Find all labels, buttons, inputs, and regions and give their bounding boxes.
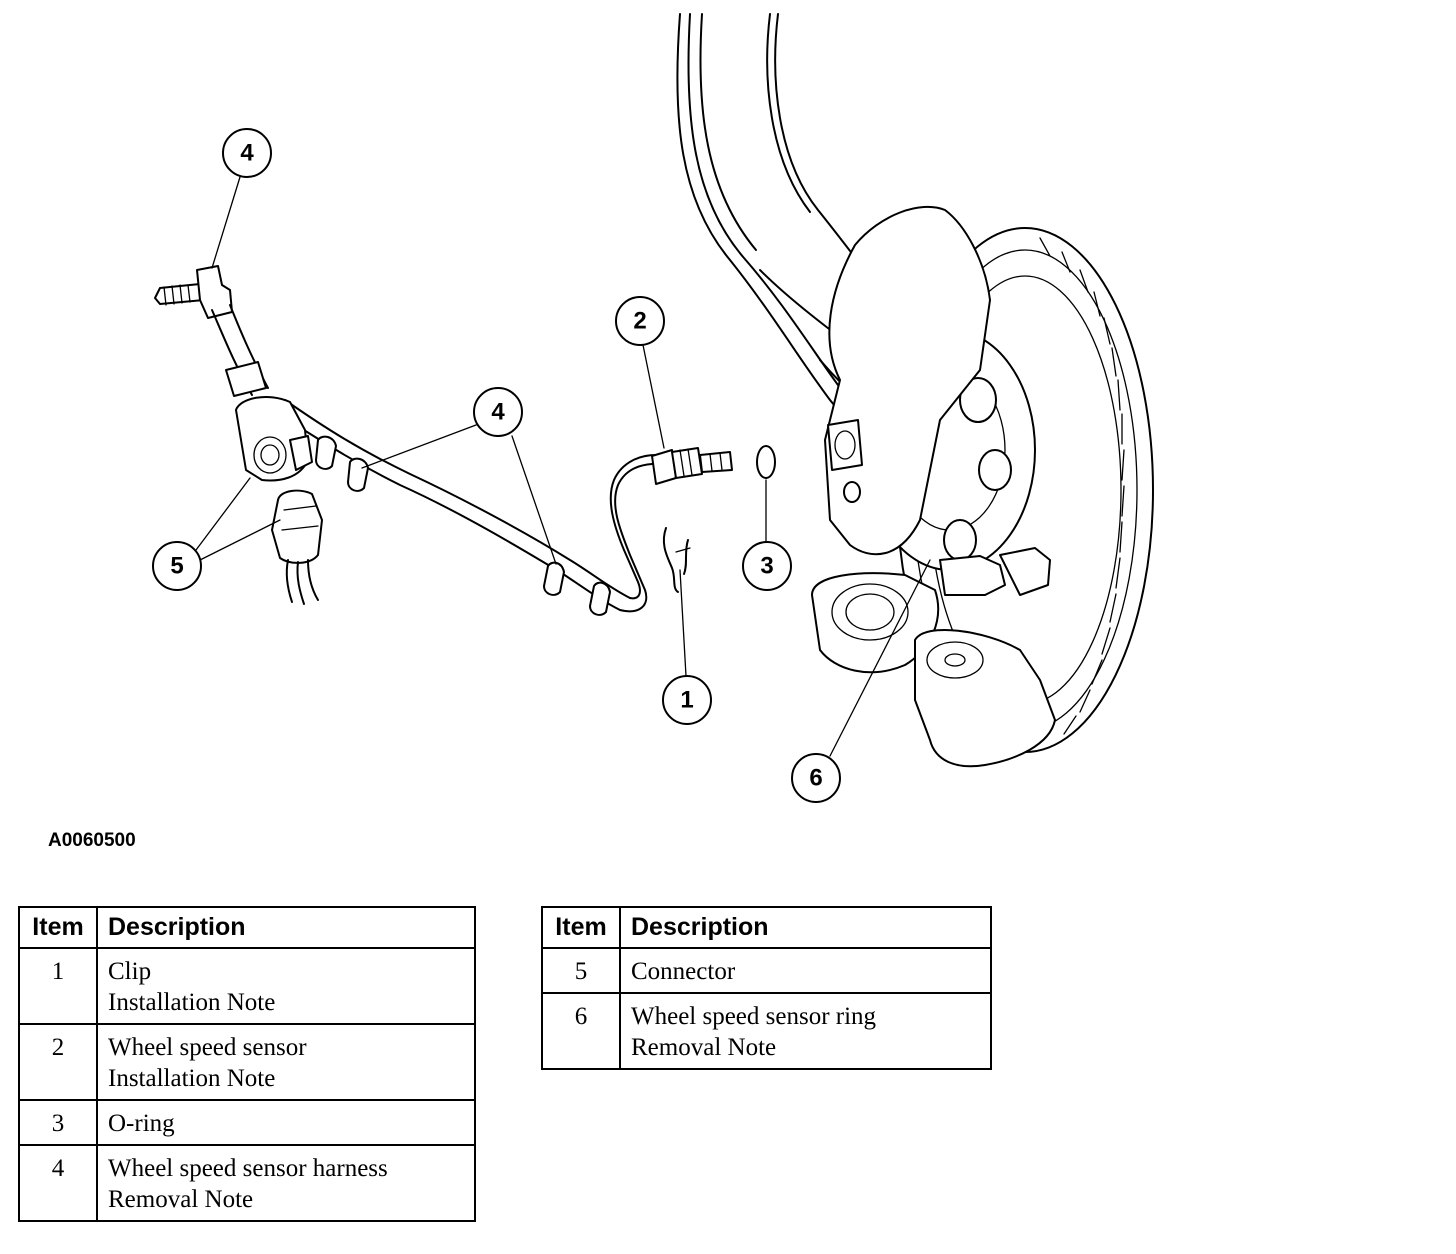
item-header: Item — [541, 906, 621, 949]
part-name: Wheel speed sensor ring — [631, 1003, 877, 1030]
clip — [662, 527, 691, 593]
callout-number: 6 — [809, 765, 822, 792]
part-name: Connector — [631, 958, 736, 985]
item-number: 3 — [18, 1099, 98, 1146]
callout-5: 5 — [152, 541, 202, 591]
legend-table-right: Item Description 5 Connector 6 Wheel spe… — [541, 906, 992, 1070]
part-note: Removal Note — [108, 1186, 254, 1213]
item-number: 6 — [541, 992, 621, 1070]
item-header: Item — [18, 906, 98, 949]
exploded-view-drawing: 4 2 4 3 5 1 6 — [152, 13, 1154, 803]
part-note: Installation Note — [108, 989, 276, 1016]
table-row: 1 Clip Installation Note — [18, 947, 476, 1025]
table-row: 2 Wheel speed sensor Installation Note — [18, 1023, 476, 1101]
callout-number: 1 — [680, 687, 693, 714]
item-description: Wheel speed sensor harness Removal Note — [96, 1144, 476, 1222]
part-name: Clip — [108, 958, 152, 985]
figure-id: A0060500 — [48, 830, 136, 851]
item-number: 4 — [18, 1144, 98, 1222]
item-description: O-ring — [96, 1099, 476, 1146]
callout-1: 1 — [662, 675, 712, 725]
callout-4-harness: 4 — [473, 387, 523, 437]
table-row: 6 Wheel speed sensor ring Removal Note — [541, 992, 992, 1070]
item-description: Wheel speed sensor Installation Note — [96, 1023, 476, 1101]
leader-lines — [195, 176, 931, 757]
table-row: 5 Connector — [541, 947, 992, 994]
callout-2: 2 — [615, 296, 665, 346]
callout-4-bolt: 4 — [222, 128, 272, 178]
callout-number: 5 — [170, 553, 183, 580]
item-number: 2 — [18, 1023, 98, 1101]
callout-number: 2 — [633, 308, 646, 335]
wheel-speed-sensor — [651, 447, 733, 485]
table-header-row: Item Description — [541, 906, 992, 949]
description-header: Description — [96, 906, 476, 949]
part-name: O-ring — [108, 1110, 175, 1137]
steering-knuckle — [811, 205, 1056, 768]
part-name: Wheel speed sensor harness — [108, 1155, 388, 1182]
connector-housing — [235, 395, 313, 482]
item-description: Connector — [619, 947, 992, 994]
table-row: 3 O-ring — [18, 1099, 476, 1146]
description-header: Description — [619, 906, 992, 949]
legend-table-left: Item Description 1 Clip Installation Not… — [18, 906, 476, 1222]
callout-6: 6 — [791, 753, 841, 803]
harness-cable — [211, 304, 657, 616]
item-description: Wheel speed sensor ring Removal Note — [619, 992, 992, 1070]
callout-number: 4 — [240, 140, 254, 167]
table-row: 4 Wheel speed sensor harness Removal Not… — [18, 1144, 476, 1222]
item-number: 1 — [18, 947, 98, 1025]
table-header-row: Item Description — [18, 906, 476, 949]
part-note: Installation Note — [108, 1065, 276, 1092]
callout-number: 4 — [491, 399, 505, 426]
connector-plug — [271, 489, 323, 605]
callout-3: 3 — [742, 541, 792, 591]
harness-bolt — [154, 265, 233, 319]
item-number: 5 — [541, 947, 621, 994]
part-name: Wheel speed sensor — [108, 1034, 307, 1061]
callout-number: 3 — [760, 553, 773, 580]
item-description: Clip Installation Note — [96, 947, 476, 1025]
o-ring — [756, 445, 776, 479]
part-note: Removal Note — [631, 1034, 777, 1061]
